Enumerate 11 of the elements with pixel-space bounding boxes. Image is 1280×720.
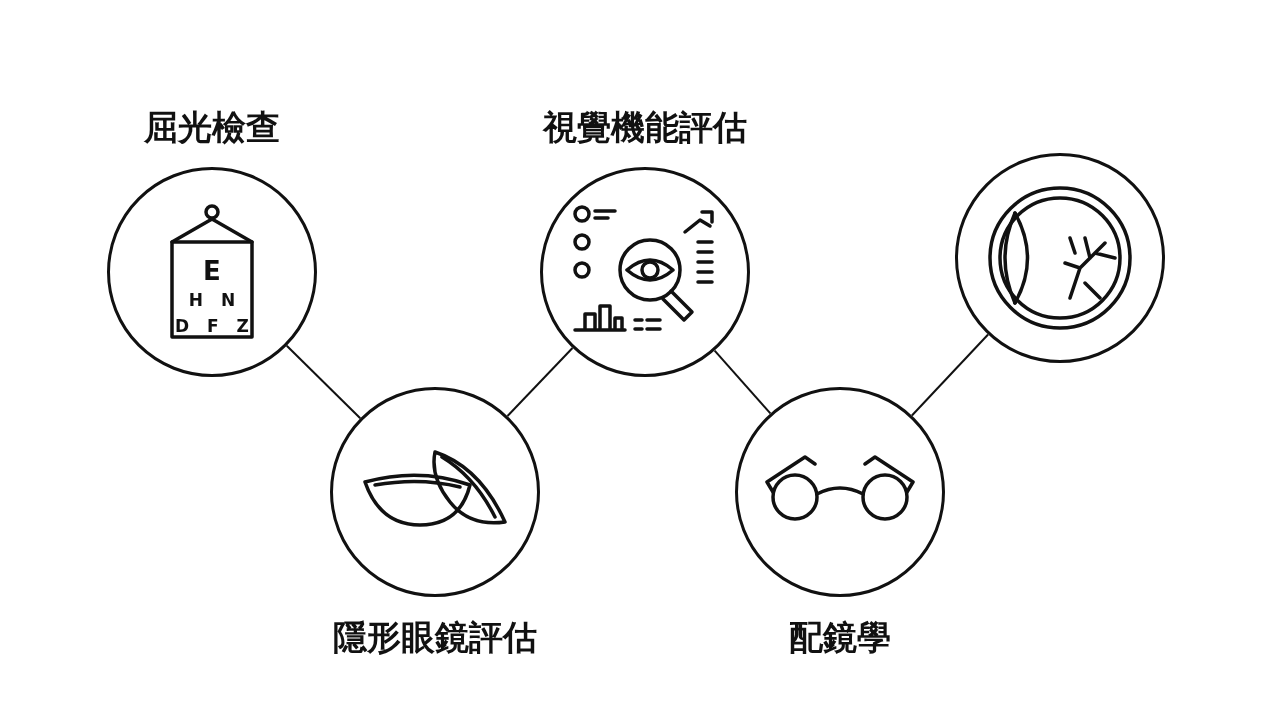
node-title: 視覺機能評估 (543, 106, 747, 149)
node-title: 屈光檢查 (144, 106, 280, 149)
chart-letters: E (203, 258, 227, 284)
connector-line (285, 344, 362, 420)
chart-letters: D F Z (175, 318, 255, 335)
node-title: 配鏡學 (789, 616, 891, 659)
node-title: 隱形眼鏡評估 (333, 616, 537, 659)
connector-line (506, 346, 574, 418)
chart-letters: H N (188, 292, 242, 309)
connector-line (713, 349, 772, 415)
connector-line (910, 333, 990, 417)
